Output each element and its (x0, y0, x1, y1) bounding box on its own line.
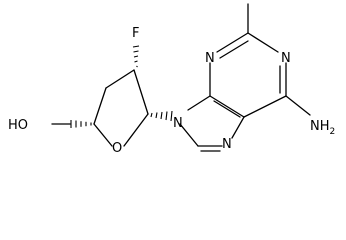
nitrogen-n7-label: N (222, 137, 232, 152)
amino-nh-text: NH (310, 119, 330, 134)
molecule-structure: HO F O N N N N NH2 (8, 3, 335, 156)
bond-c4-c5 (209, 95, 245, 118)
hashed-bond-c4-c5 (70, 120, 92, 128)
fluorine-label: F (132, 26, 139, 41)
bond-c4-c5-double (213, 100, 241, 118)
bond-c3-c2 (105, 69, 135, 89)
bond-n3-c2-double (219, 40, 249, 59)
amino-subscript: 2 (330, 127, 336, 137)
bond-n3-c2 (216, 32, 249, 53)
purine-bonds (179, 3, 311, 152)
amino-group-label: NH2 (310, 119, 335, 137)
bond-c2-n1 (247, 32, 279, 53)
nitrogen-n9-label: N (173, 116, 183, 131)
bond-c6-c5 (243, 95, 287, 118)
nitrogen-n3-label: N (205, 51, 215, 66)
bond-c6-nh2 (285, 95, 311, 116)
hashed-bond-c2-f (132, 45, 140, 68)
bond-c4-o (93, 123, 113, 147)
sugar-ring-bonds (51, 69, 149, 147)
bond-n9-c4 (187, 95, 211, 111)
bond-o-c1 (123, 113, 149, 147)
bond-n9-c8 (179, 123, 199, 147)
bond-c2-c1 (133, 69, 149, 115)
atom-labels: HO F O N N N N NH2 (8, 26, 335, 156)
hashed-bond-c1-n9 (150, 110, 173, 122)
ring-oxygen-label: O (112, 141, 122, 156)
bond-n7-c5 (231, 116, 245, 139)
hydroxyl-label: HO (8, 118, 28, 133)
bond-c4-c3 (93, 87, 107, 125)
nitrogen-n1-label: N (281, 51, 291, 66)
